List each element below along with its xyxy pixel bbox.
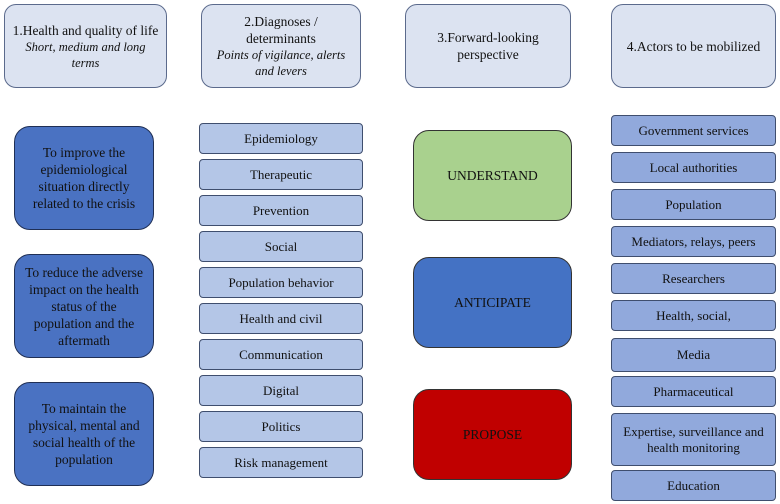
header-diagnoses-title: 2.Diagnoses / determinants — [244, 14, 318, 46]
header-health-title: 1.Health and quality of life — [12, 22, 159, 38]
header-diagnoses: 2.Diagnoses / determinants Points of vig… — [201, 4, 361, 88]
header-actors-title: 4.Actors to be mobilized — [626, 38, 761, 54]
header-perspective-title: 3.Forward-looking perspective — [437, 30, 539, 62]
actor-researchers: Researchers — [611, 263, 776, 294]
actor-pharmaceutical: Pharmaceutical — [611, 376, 776, 407]
determinant-risk-management: Risk management — [199, 447, 363, 478]
header-actors: 4.Actors to be mobilized — [611, 4, 776, 88]
determinant-health-civil: Health and civil — [199, 303, 363, 334]
determinant-politics: Politics — [199, 411, 363, 442]
goal-reduce-adverse-impact: To reduce the adverse impact on the heal… — [14, 254, 154, 358]
determinant-prevention: Prevention — [199, 195, 363, 226]
header-diagnoses-subtitle: Points of vigilance, alerts and levers — [216, 48, 346, 78]
determinant-communication: Communication — [199, 339, 363, 370]
header-health-subtitle: Short, medium and long terms — [25, 39, 146, 70]
actor-mediators: Mediators, relays, peers — [611, 226, 776, 257]
actor-media: Media — [611, 338, 776, 372]
action-understand: UNDERSTAND — [413, 130, 572, 221]
determinant-epidemiology: Epidemiology — [199, 123, 363, 154]
action-propose: PROPOSE — [413, 389, 572, 480]
header-perspective: 3.Forward-looking perspective — [405, 4, 571, 88]
actor-government-services: Government services — [611, 115, 776, 146]
actor-education: Education — [611, 470, 776, 501]
goal-improve-epidemiological: To improve the epidemiological situation… — [14, 126, 154, 230]
determinant-digital: Digital — [199, 375, 363, 406]
actor-expertise-surveillance: Expertise, surveillance and health monit… — [611, 413, 776, 466]
actor-local-authorities: Local authorities — [611, 152, 776, 183]
action-anticipate: ANTICIPATE — [413, 257, 572, 348]
actor-health-social: Health, social, — [611, 300, 776, 331]
goal-maintain-health: To maintain the physical, mental and soc… — [14, 382, 154, 486]
determinant-social: Social — [199, 231, 363, 262]
actor-population: Population — [611, 189, 776, 220]
header-health: 1.Health and quality of life Short, medi… — [4, 4, 167, 88]
determinant-therapeutic: Therapeutic — [199, 159, 363, 190]
determinant-population-behavior: Population behavior — [199, 267, 363, 298]
